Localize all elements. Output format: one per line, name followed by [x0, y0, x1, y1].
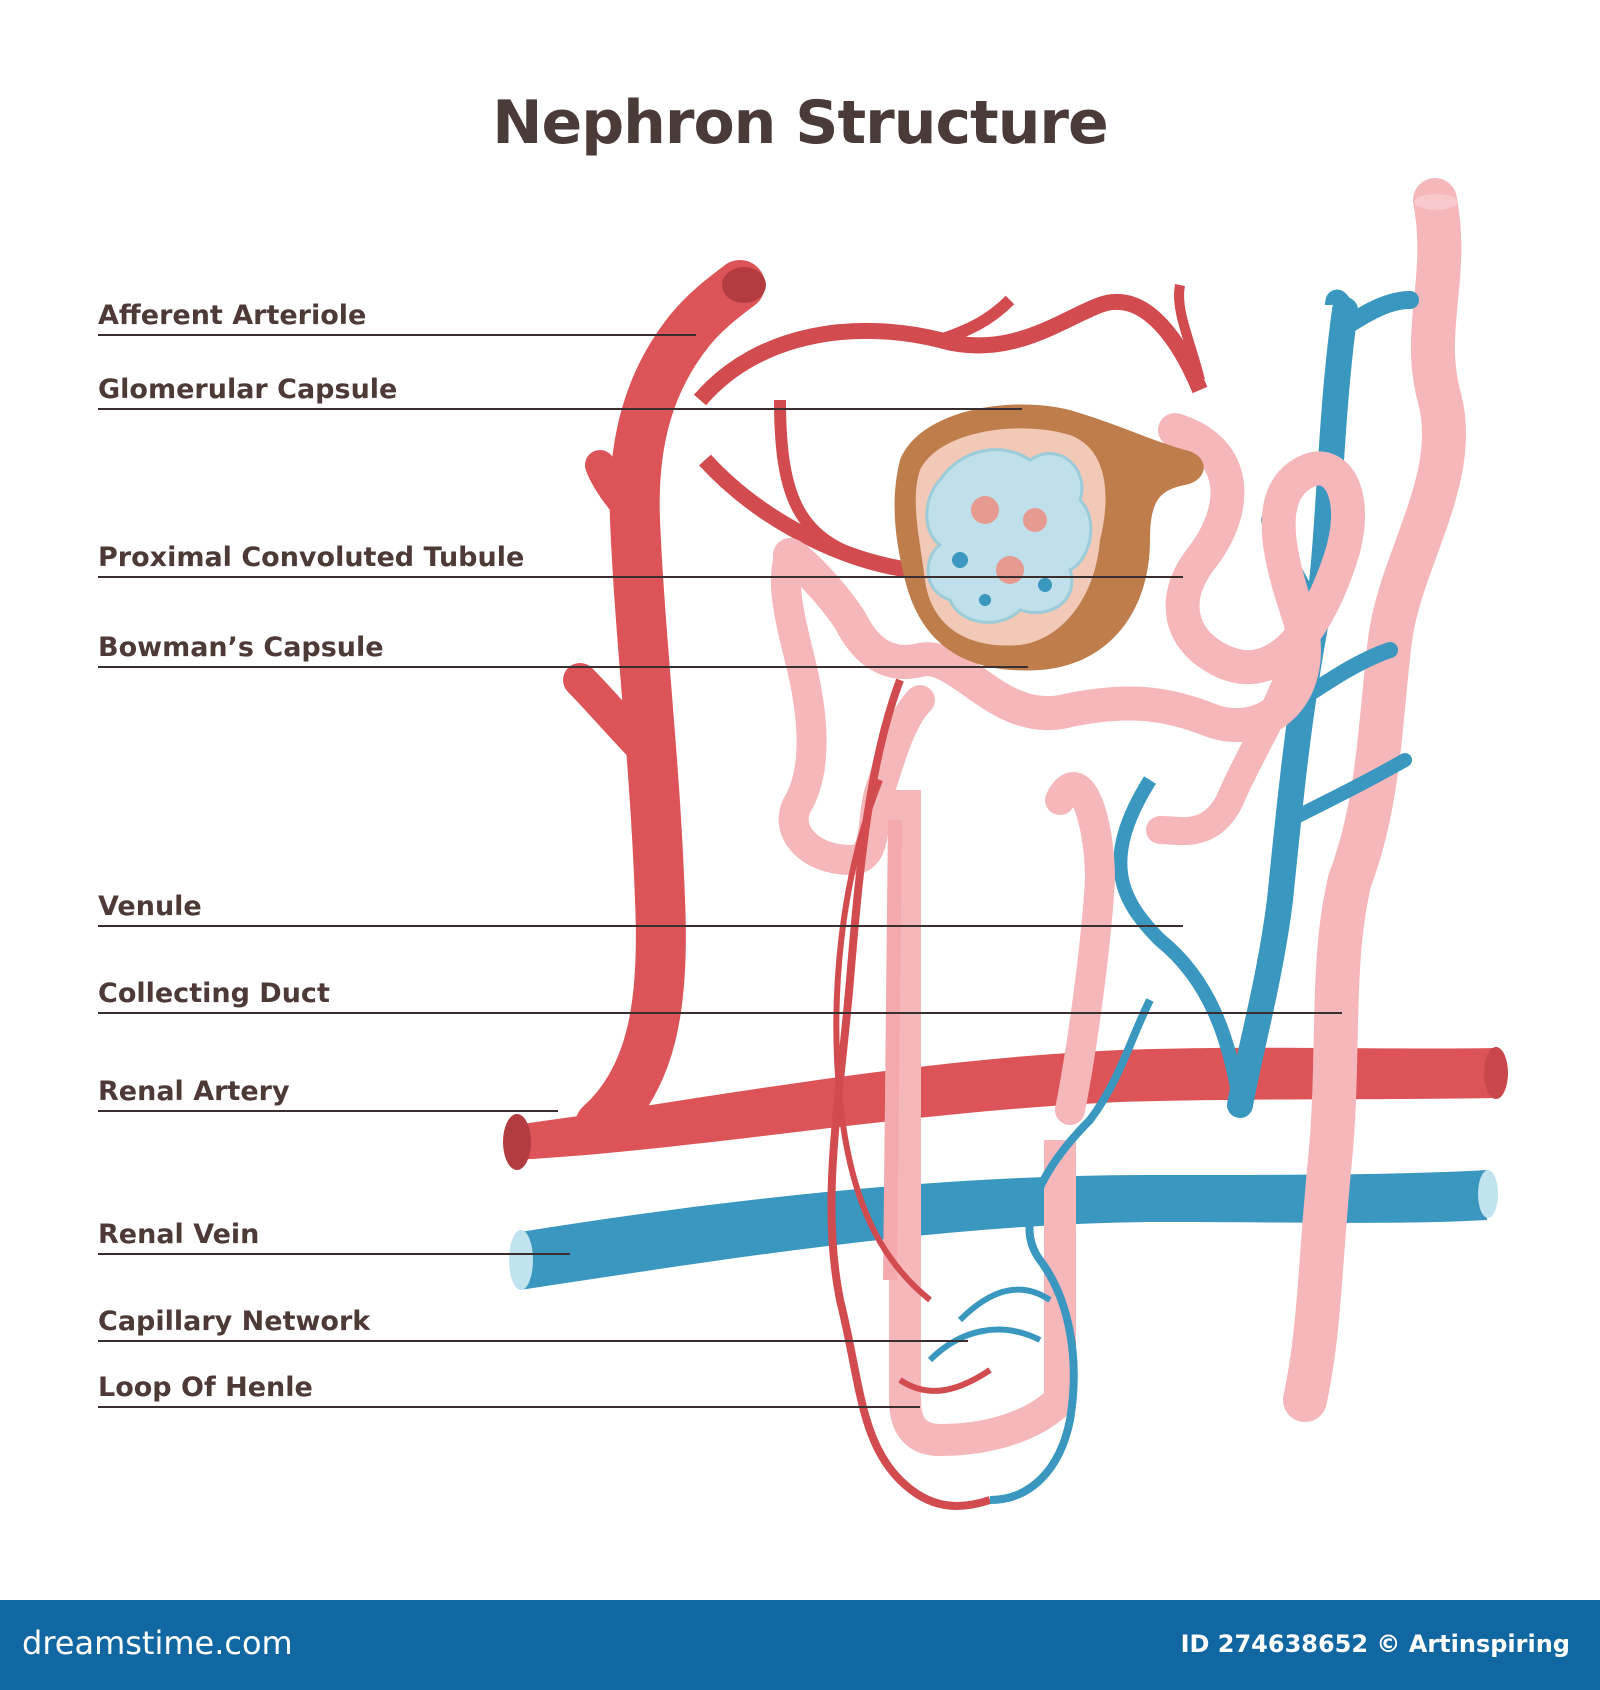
label-capillary-network: Capillary Network: [98, 1306, 371, 1337]
interlobular-artery: [575, 260, 765, 1150]
leader-line-capillary-network: [98, 1340, 968, 1342]
leader-line-afferent-arteriole: [98, 334, 696, 336]
page-title: Nephron Structure: [492, 88, 1108, 158]
leader-line-proximal-convoluted-tubule: [98, 576, 1183, 578]
label-afferent-arteriole: Afferent Arteriole: [98, 300, 367, 331]
leader-line-loop-of-henle: [98, 1406, 920, 1408]
label-renal-artery: Renal Artery: [98, 1076, 290, 1107]
label-renal-vein: Renal Vein: [98, 1219, 260, 1250]
nephron-illustration: [503, 178, 1508, 1510]
label-bowmans-capsule: Bowman’s Capsule: [98, 632, 384, 663]
label-proximal-convoluted-tubule: Proximal Convoluted Tubule: [98, 542, 525, 573]
collecting-duct: [1283, 178, 1466, 1422]
label-loop-of-henle: Loop Of Henle: [98, 1372, 313, 1403]
loop-of-henle: [889, 790, 1076, 1457]
renal-vein: [520, 1170, 1487, 1290]
leader-line-glomerular-capsule: [98, 408, 1022, 410]
label-glomerular-capsule: Glomerular Capsule: [98, 374, 398, 405]
capillary-network: [827, 678, 992, 1510]
leader-line-renal-artery: [98, 1110, 558, 1112]
leader-line-venule: [98, 925, 1183, 927]
image-credit: ID 274638652 © Artinspiring: [1180, 1630, 1570, 1658]
brand-watermark: dreamstime.com: [22, 1624, 293, 1662]
glomerulus: [925, 448, 1093, 624]
label-venule: Venule: [98, 891, 202, 922]
leader-line-collecting-duct: [98, 1012, 1342, 1014]
leader-line-bowmans-capsule: [98, 666, 1028, 668]
footer-bar: dreamstime.com ID 274638652 © Artinspiri…: [0, 1600, 1600, 1690]
leader-line-renal-vein: [98, 1253, 570, 1255]
label-collecting-duct: Collecting Duct: [98, 978, 330, 1009]
